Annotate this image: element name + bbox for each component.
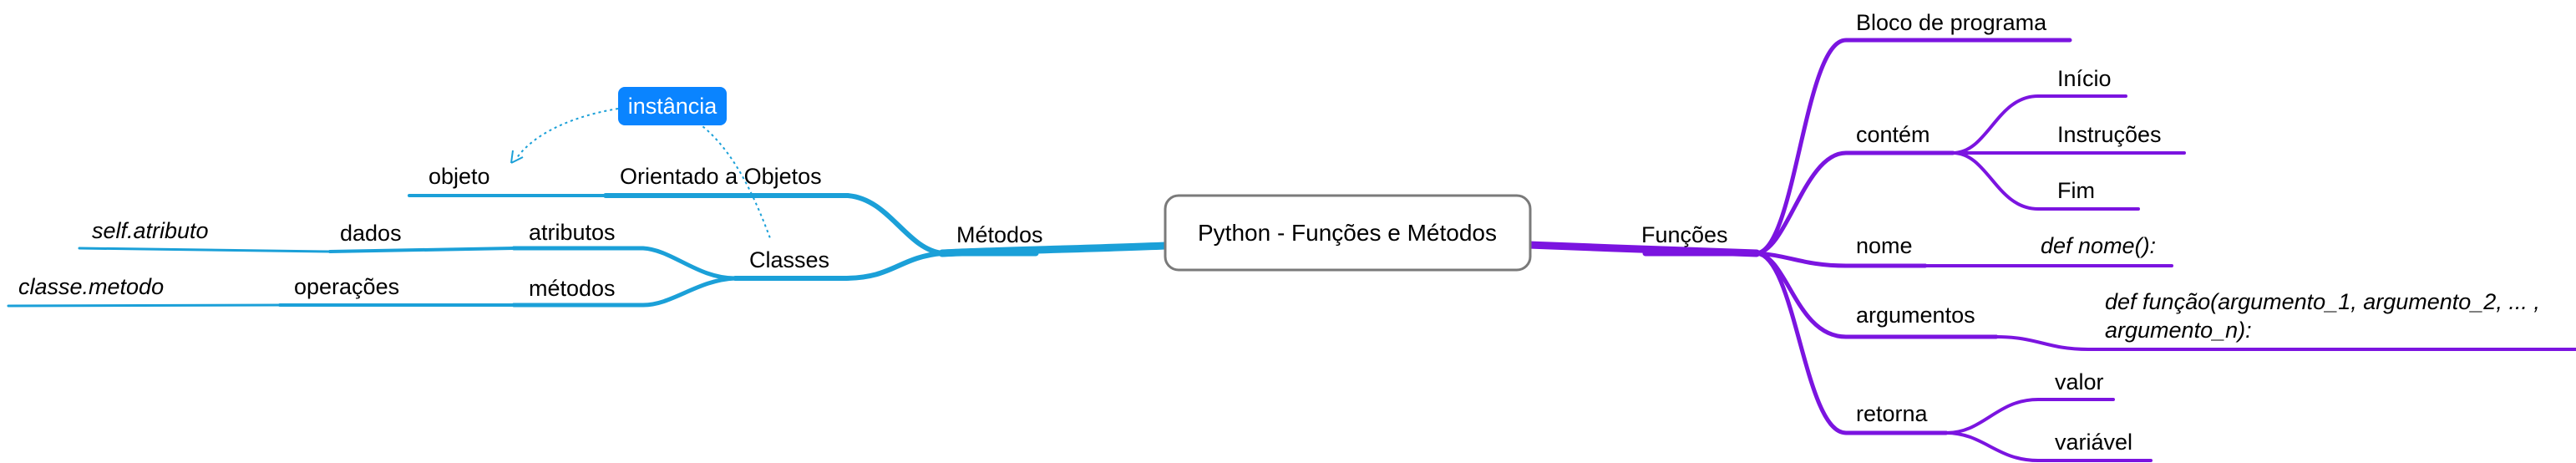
orientado-objetos-node[interactable]: Orientado a Objetos (620, 164, 822, 189)
funcoes-branch-lines (1524, 38, 2576, 462)
funcoes-node[interactable]: Funções (1641, 222, 1728, 247)
metodos-sub-node[interactable]: métodos (529, 276, 616, 301)
central-topic-label: Python - Funções e Métodos (1198, 220, 1497, 246)
arrow-head-icon (510, 150, 524, 164)
metodos-node[interactable]: Métodos (956, 222, 1043, 247)
instancia-arrow-line (515, 108, 619, 160)
operacoes-node[interactable]: operações (294, 274, 399, 299)
central-topic[interactable]: Python - Funções e Métodos (1164, 194, 1532, 272)
fim-node[interactable]: Fim (2057, 178, 2095, 203)
central-topic-box[interactable] (1164, 194, 1532, 272)
bloco-programa-node[interactable]: Bloco de programa (1856, 10, 2047, 35)
def-funcao-line-1[interactable]: def função(argumento_1, argumento_2, ...… (2105, 289, 2540, 314)
instancia-link-line (697, 122, 771, 239)
retorna-node[interactable]: retorna (1856, 401, 1929, 426)
atributos-node[interactable]: atributos (529, 220, 616, 245)
instrucoes-node[interactable]: Instruções (2057, 122, 2162, 147)
self-atributo-node[interactable]: self.atributo (92, 218, 209, 243)
def-nome-node[interactable]: def nome(): (2041, 233, 2156, 258)
metodos-branch-lines (7, 193, 1169, 308)
nome-node[interactable]: nome (1856, 233, 1913, 258)
classes-node[interactable]: Classes (749, 247, 829, 272)
classe-metodo-node[interactable]: classe.metodo (18, 274, 164, 299)
objeto-node[interactable]: objeto (428, 164, 490, 189)
instancia-label: instância (628, 94, 718, 119)
contem-node[interactable]: contém (1856, 122, 1930, 147)
def-funcao-line-2[interactable]: argumento_n): (2105, 318, 2252, 343)
inicio-node[interactable]: Início (2057, 66, 2112, 91)
argumentos-node[interactable]: argumentos (1856, 303, 1975, 328)
dados-node[interactable]: dados (340, 221, 402, 246)
instancia-callout-group: instância (510, 87, 771, 239)
valor-node[interactable]: valor (2055, 369, 2104, 394)
instancia-box[interactable] (618, 87, 727, 125)
variavel-node[interactable]: variável (2055, 430, 2132, 455)
